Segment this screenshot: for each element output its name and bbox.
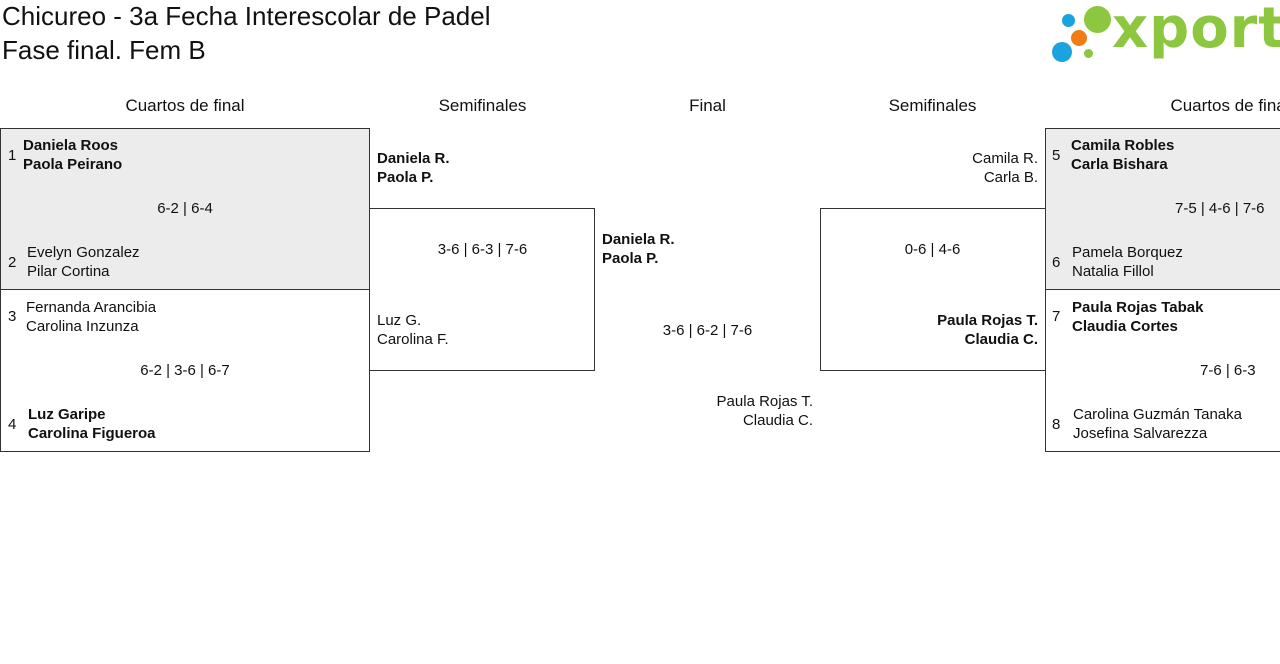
team-left-qf2-b[interactable]: Luz Garipe Carolina Figueroa: [28, 405, 156, 443]
match-score: 3-6 | 6-3 | 7-6: [437, 241, 528, 258]
team-right-qf2-b[interactable]: Carolina Guzmán Tanaka Josefina Salvarez…: [1073, 405, 1242, 443]
team-left-qf1-a[interactable]: Daniela Roos Paola Peirano: [23, 136, 122, 174]
seed-number: 8: [1052, 416, 1061, 433]
seed-number: 5: [1052, 147, 1061, 164]
player-name: Carolina Inzunza: [26, 318, 139, 335]
player-name: Paula Rojas T.: [716, 393, 813, 410]
player-name: Paola Peirano: [23, 156, 123, 173]
seed-number: 7: [1052, 308, 1061, 325]
logo-dot-blue-large: [1052, 42, 1072, 62]
player-name: Camila Robles: [1071, 137, 1175, 154]
logo-dot-orange: [1071, 30, 1087, 46]
match-left-sf[interactable]: [369, 208, 595, 371]
player-name: Evelyn Gonzalez: [27, 244, 140, 261]
team-left-sf-b[interactable]: Luz G. Carolina F.: [377, 311, 449, 349]
seed-number: 3: [8, 308, 17, 325]
player-name: Pilar Cortina: [27, 263, 110, 280]
player-name: Claudia C.: [964, 331, 1038, 348]
logo-dot-blue-small: [1062, 14, 1075, 27]
match-score: 6-2 | 6-4: [157, 200, 213, 217]
match-right-sf[interactable]: [820, 208, 1046, 371]
player-name: Carla Bishara: [1071, 156, 1168, 173]
player-name: Daniela R.: [377, 150, 450, 167]
player-name: Paula Rojas T.: [937, 312, 1038, 329]
seed-number: 6: [1052, 254, 1061, 271]
column-header-right-quarterfinals: Cuartos de final: [1170, 96, 1280, 115]
player-name: Paola P.: [377, 169, 434, 186]
team-right-sf-b[interactable]: Paula Rojas T. Claudia C.: [937, 311, 1038, 349]
player-name: Paula Rojas Tabak: [1072, 299, 1204, 316]
page-title: Chicureo - 3a Fecha Interescolar de Pade…: [2, 1, 491, 31]
match-score: 7-6 | 6-3: [1200, 362, 1256, 379]
seed-number: 2: [8, 254, 17, 271]
column-header-final: Final: [689, 96, 726, 115]
match-score: 7-5 | 4-6 | 7-6: [1175, 200, 1265, 217]
team-right-sf-a[interactable]: Camila R. Carla B.: [972, 149, 1038, 187]
team-final-b[interactable]: Paula Rojas T. Claudia C.: [717, 392, 813, 430]
match-right-qf2[interactable]: [1045, 289, 1280, 452]
player-name: Paola P.: [602, 250, 659, 267]
seed-number: 1: [8, 147, 17, 164]
player-name: Carolina Guzmán Tanaka: [1073, 406, 1242, 423]
player-name: Daniela R.: [602, 231, 675, 248]
player-name: Claudia C.: [742, 412, 813, 429]
column-header-left-semifinals: Semifinales: [438, 96, 527, 115]
seed-number: 4: [8, 416, 17, 433]
team-left-sf-a[interactable]: Daniela R. Paola P.: [377, 149, 450, 187]
column-header-right-semifinals: Semifinales: [888, 96, 977, 115]
player-name: Pamela Borquez: [1072, 244, 1183, 261]
team-left-qf1-b[interactable]: Evelyn Gonzalez Pilar Cortina: [27, 243, 140, 281]
match-score: 0-6 | 4-6: [904, 241, 961, 258]
logo-text: xporty: [1112, 0, 1280, 61]
player-name: Claudia Cortes: [1072, 318, 1178, 335]
match-left-qf1[interactable]: [0, 128, 370, 290]
player-name: Carla B.: [983, 169, 1038, 186]
final-score: 3-6 | 6-2 | 7-6: [662, 322, 753, 339]
player-name: Carolina F.: [377, 331, 449, 348]
team-right-qf1-b[interactable]: Pamela Borquez Natalia Fillol: [1072, 243, 1183, 281]
match-score: 6-2 | 3-6 | 6-7: [140, 362, 230, 379]
player-name: Camila R.: [972, 150, 1038, 167]
player-name: Natalia Fillol: [1072, 263, 1154, 280]
player-name: Fernanda Arancibia: [26, 299, 157, 316]
player-name: Josefina Salvarezza: [1073, 425, 1208, 442]
team-left-qf2-a[interactable]: Fernanda Arancibia Carolina Inzunza: [26, 298, 156, 336]
logo-dot-green: [1084, 6, 1111, 33]
page-subtitle: Fase final. Fem B: [2, 35, 206, 65]
logo-dot-green-small: [1084, 49, 1093, 58]
team-right-qf1-a[interactable]: Camila Robles Carla Bishara: [1071, 136, 1174, 174]
xporty-logo[interactable]: xporty: [1050, 0, 1280, 68]
team-final-a[interactable]: Daniela R. Paola P.: [602, 230, 675, 268]
player-name: Daniela Roos: [23, 137, 119, 154]
player-name: Luz Garipe: [28, 406, 106, 423]
column-header-left-quarterfinals: Cuartos de final: [125, 96, 245, 115]
team-right-qf2-a[interactable]: Paula Rojas Tabak Claudia Cortes: [1072, 298, 1203, 336]
player-name: Luz G.: [377, 312, 422, 329]
player-name: Carolina Figueroa: [28, 425, 156, 442]
